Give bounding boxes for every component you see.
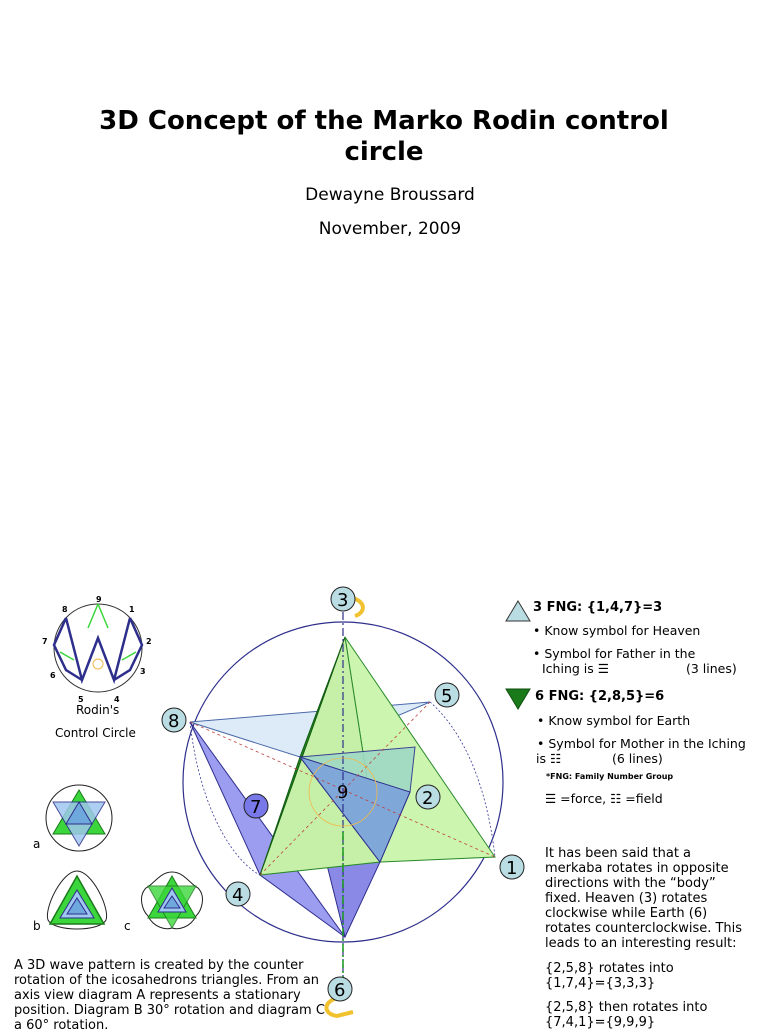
rodin-label-line2: Control Circle [55,726,136,740]
badge-2: 2 [415,784,441,810]
earth-triangle-icon [505,688,531,710]
badge-8: 8 [161,707,187,733]
diagram-c [141,871,203,930]
fng3-bullet2-line2: Iching is ☰ [542,661,609,676]
rodin-number: 3 [140,667,146,676]
fng-footnote: *FNG: Family Number Group [546,772,674,781]
fng3-heading: 3 FNG: {1,4,7}=3 [533,600,663,615]
rotation-result-1: {2,5,8} rotates into {1,7,4}={3,3,3} [545,961,674,991]
date: November, 2009 [318,219,462,239]
fng6-bullet1: • Know symbol for Earth [537,713,691,728]
rodin-number: 7 [42,637,48,646]
fng3-bullet1: • Know symbol for Heaven [533,623,701,638]
fng6-heading: 6 FNG: {2,8,5}=6 [535,689,665,704]
label-c: c [124,919,131,933]
rodin-number: 8 [62,605,68,614]
svg-text:3: 3 [337,590,348,611]
svg-text:1: 1 [506,858,517,879]
badge-4: 4 [225,881,251,907]
svg-text:6: 6 [334,980,345,1001]
svg-text:2: 2 [422,788,433,809]
svg-text:5: 5 [441,686,452,707]
diagram-a [45,784,113,852]
fng3-bullet2: • Symbol for Father in the [533,646,696,661]
rodin-circle-diagram: 9 1 2 3 4 5 6 7 8 [42,595,152,704]
rodin-number: 1 [129,605,135,614]
rodin-number: 4 [114,695,120,704]
fng6-bullet2: • Symbol for Mother in the Iching [537,736,746,751]
rodin-number: 5 [78,695,84,704]
main-merkaba-diagram: 9 3 5 8 7 2 1 4 6 [161,586,525,1019]
center-number: 9 [337,782,348,803]
svg-text:4: 4 [232,885,243,906]
badge-1: 1 [499,854,525,880]
rodin-label-line1: Rodin's [76,703,120,717]
svg-text:8: 8 [168,711,179,732]
rodin-number: 2 [146,637,152,646]
svg-text:7: 7 [250,797,261,818]
diagram-b [46,870,108,930]
badge-3: 3 [330,586,356,612]
badge-7: 7 [243,793,269,819]
force-field-legend: ☰ =force, ☷ =field [545,791,663,806]
merkaba-paragraph: It has been said that a merkaba rotates … [545,846,743,951]
badge-5: 5 [434,682,460,708]
badge-6: 6 [327,976,353,1002]
label-b: b [33,919,41,933]
fng6-note: (6 lines) [612,751,663,766]
wave-paragraph: A 3D wave pattern is created by the coun… [14,958,325,1033]
fng3-note: (3 lines) [686,661,737,676]
rodin-number: 6 [50,671,56,680]
rodin-number: 9 [96,595,102,604]
heaven-triangle-icon [505,600,531,622]
rotation-result-2: {2,5,8} then rotates into {7,4,1}={9,9,9… [545,1000,708,1030]
fng6-bullet2-line2: is ☷ [536,751,562,766]
page-title: 3D Concept of the Marko Rodin control ci… [99,106,669,167]
author: Dewayne Broussard [305,185,475,205]
label-a: a [33,837,41,851]
